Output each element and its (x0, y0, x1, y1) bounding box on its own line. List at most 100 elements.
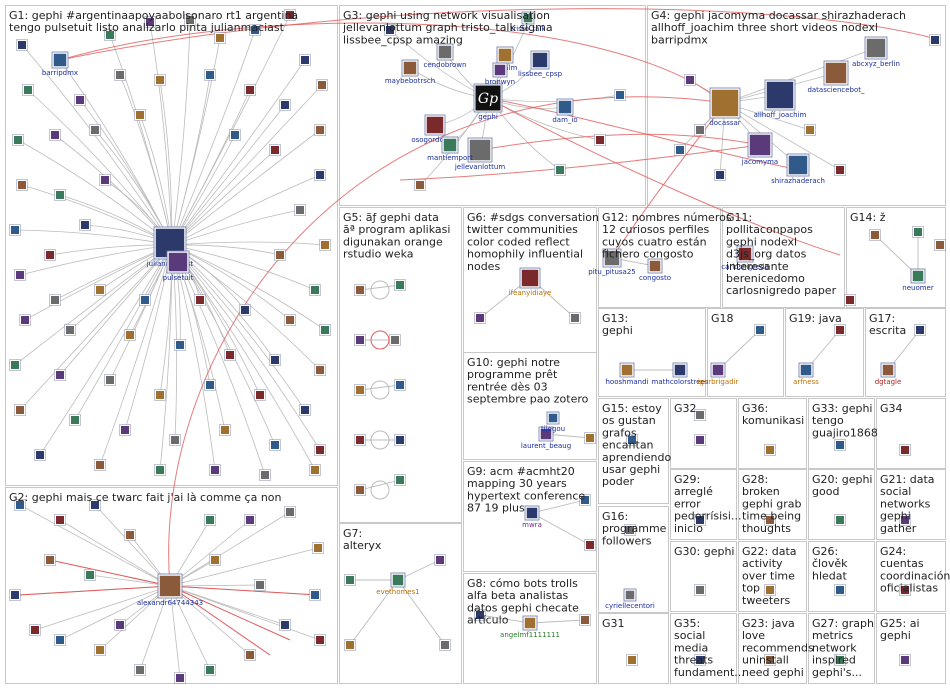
node-lissbee-cpsp[interactable]: lissbee_cpsp (518, 50, 563, 78)
node-thumbnail[interactable] (675, 145, 685, 155)
node-thumbnail[interactable] (695, 410, 705, 420)
node-thumbnail[interactable] (900, 585, 910, 595)
node-shirazhaderach[interactable]: shirazhaderach (771, 153, 825, 185)
node-thumbnail[interactable] (835, 325, 845, 335)
node-thumbnail[interactable] (260, 470, 270, 480)
node-thumbnail[interactable] (255, 390, 265, 400)
node-thumbnail[interactable] (115, 70, 125, 80)
node-thumbnail[interactable] (140, 295, 150, 305)
node-thumbnail[interactable] (155, 75, 165, 85)
node-osogordoduki[interactable]: osogordoduki (411, 114, 459, 144)
node-cyriellecentori[interactable]: cyriellecentori (605, 588, 655, 610)
node-thumbnail[interactable] (17, 180, 27, 190)
node-thumbnail[interactable] (755, 325, 765, 335)
node-thumbnail[interactable] (395, 435, 405, 445)
node-thumbnail[interactable] (320, 325, 330, 335)
node-arfness[interactable]: arfness (793, 362, 819, 386)
node-thumbnail[interactable] (85, 570, 95, 580)
node-thumbnail[interactable] (17, 40, 27, 50)
node-thumbnail[interactable] (230, 130, 240, 140)
node-maybebotrsch[interactable]: maybebotrsch (385, 59, 435, 85)
node-thumbnail[interactable] (415, 180, 425, 190)
node-datasciencebot-[interactable]: datasciencebot_ (807, 60, 865, 94)
node-thumbnail[interactable] (10, 225, 20, 235)
node-thumbnail[interactable] (285, 315, 295, 325)
node-thumbnail[interactable] (155, 390, 165, 400)
node-thumbnail[interactable] (90, 500, 100, 510)
node-thumbnail[interactable] (765, 655, 775, 665)
node-mathcolorstrees[interactable]: mathcolorstrees (652, 362, 709, 386)
node-thumbnail[interactable] (913, 227, 923, 237)
node-thumbnail[interactable] (245, 650, 255, 660)
node-thumbnail[interactable] (270, 440, 280, 450)
node-thumbnail[interactable] (65, 325, 75, 335)
node-thumbnail[interactable] (345, 640, 355, 650)
node-thumbnail[interactable] (310, 465, 320, 475)
node-thumbnail[interactable] (270, 355, 280, 365)
node-thumbnail[interactable] (13, 135, 23, 145)
node-thumbnail[interactable] (45, 555, 55, 565)
node-thumbnail[interactable] (170, 435, 180, 445)
node-thumbnail[interactable] (205, 515, 215, 525)
node-thumbnail[interactable] (627, 435, 637, 445)
node-thumbnail[interactable] (685, 75, 695, 85)
node-thumbnail[interactable] (220, 425, 230, 435)
node-thumbnail[interactable] (627, 655, 637, 665)
node-thumbnail[interactable] (295, 205, 305, 215)
node-thumbnail[interactable] (320, 240, 330, 250)
node-thumbnail[interactable] (15, 270, 25, 280)
node-thumbnail[interactable] (835, 655, 845, 665)
node-thumbnail[interactable] (70, 415, 80, 425)
node-docassar[interactable]: docassar (709, 87, 741, 127)
node-thumbnail[interactable] (80, 220, 90, 230)
node-dam-io[interactable]: dam_io (552, 98, 578, 124)
node-thumbnail[interactable] (175, 340, 185, 350)
node-thumbnail[interactable] (935, 240, 945, 250)
node-thumbnail[interactable] (15, 500, 25, 510)
node-thumbnail[interactable] (135, 665, 145, 675)
node-thumbnail[interactable] (280, 100, 290, 110)
node-tijegou[interactable]: tijegou (541, 411, 565, 433)
node-thumbnail[interactable] (55, 370, 65, 380)
node-thumbnail[interactable] (310, 590, 320, 600)
node-thumbnail[interactable] (50, 130, 60, 140)
node-thumbnail[interactable] (695, 655, 705, 665)
node-thumbnail[interactable] (835, 585, 845, 595)
node-thumbnail[interactable] (355, 385, 365, 395)
node-thumbnail[interactable] (75, 95, 85, 105)
node-thumbnail[interactable] (900, 445, 910, 455)
node-neuomer[interactable]: neuomer (902, 268, 934, 292)
node-thumbnail[interactable] (345, 575, 355, 585)
node-thumbnail[interactable] (300, 55, 310, 65)
node-thumbnail[interactable] (120, 425, 130, 435)
node-thumbnail[interactable] (245, 85, 255, 95)
node-thumbnail[interactable] (10, 590, 20, 600)
node-thumbnail[interactable] (155, 465, 165, 475)
node-pulsetuit[interactable]: pulsetuit (163, 250, 194, 282)
node-thumbnail[interactable] (585, 433, 595, 443)
node-thumbnail[interactable] (355, 485, 365, 495)
node-thumbnail[interactable] (20, 315, 30, 325)
node-thumbnail[interactable] (105, 375, 115, 385)
node-thumbnail[interactable] (695, 585, 705, 595)
node-thumbnail[interactable] (270, 145, 280, 155)
node-thumbnail[interactable] (695, 125, 705, 135)
node-thumbnail[interactable] (715, 170, 725, 180)
node-thumbnail[interactable] (315, 445, 325, 455)
node-jacomyma[interactable]: jacomyma (741, 132, 778, 166)
node-thumbnail[interactable] (125, 530, 135, 540)
node-jellevanlottum[interactable]: jellevanlottum (454, 137, 505, 171)
node-carlosnigredo[interactable]: carlosnigredo (721, 245, 769, 271)
node-thumbnail[interactable] (555, 165, 565, 175)
node-allhoff-joachim[interactable]: allhoff_joachim (754, 79, 807, 119)
node-thumbnail[interactable] (625, 525, 635, 535)
node-thumbnail[interactable] (615, 90, 625, 100)
node-thumbnail[interactable] (55, 515, 65, 525)
node-thumbnail[interactable] (210, 555, 220, 565)
node-thumbnail[interactable] (475, 610, 485, 620)
node-thumbnail[interactable] (145, 17, 155, 27)
node-thumbnail[interactable] (45, 250, 55, 260)
node-thumbnail[interactable] (355, 285, 365, 295)
node-pitu-pitusa25[interactable]: pitu_pitusa25 (588, 248, 636, 276)
node-thumbnail[interactable] (23, 85, 33, 95)
